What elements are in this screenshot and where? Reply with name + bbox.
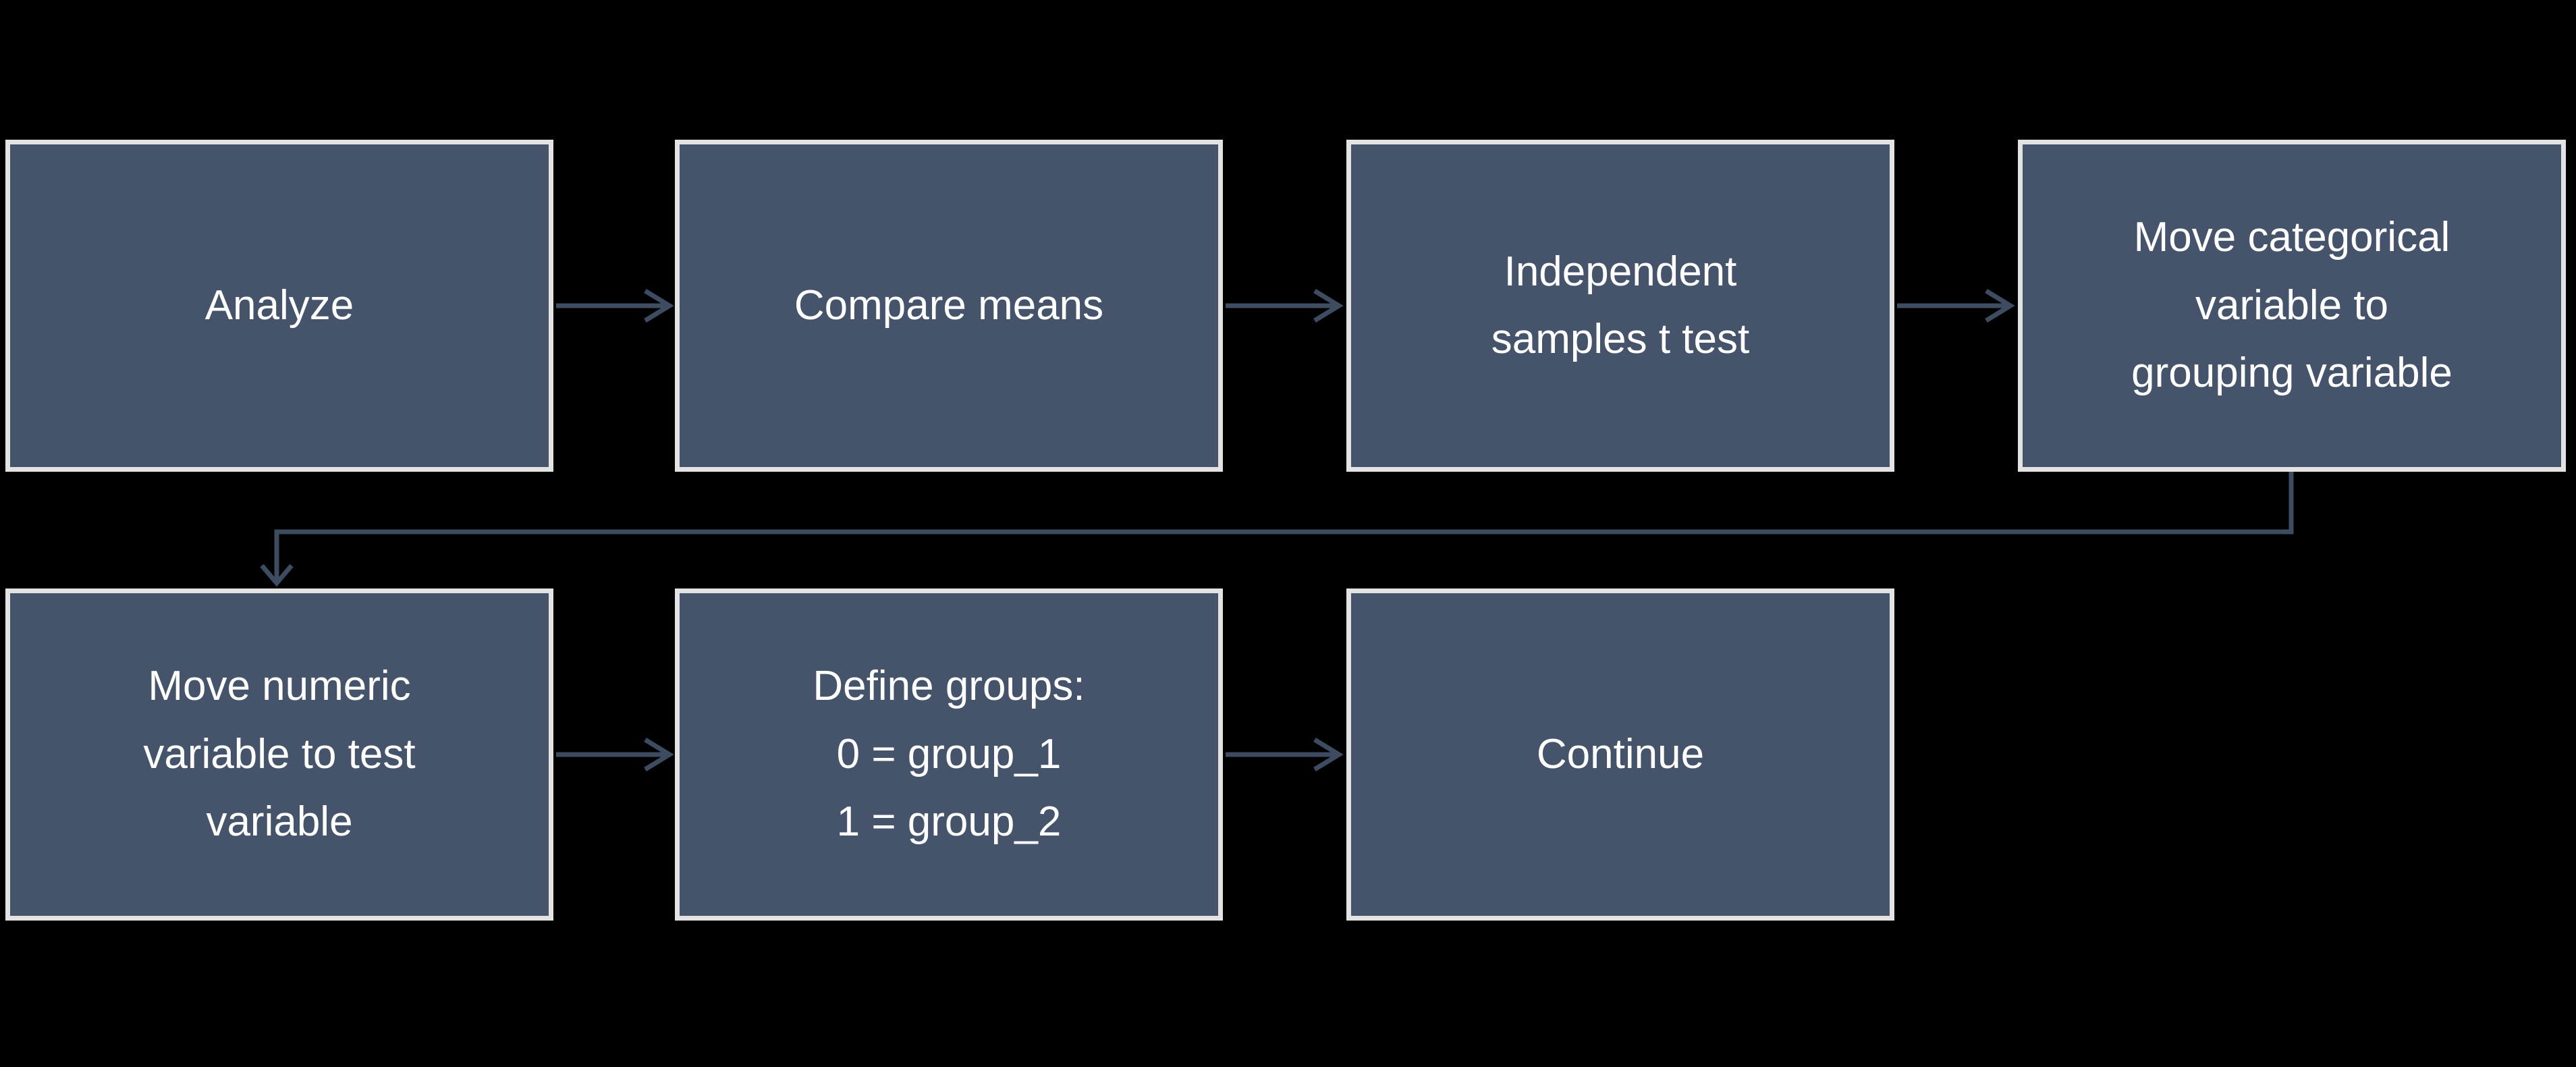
flow-box-move-numeric-variable: Move numeric variable to test variable [5, 589, 553, 921]
arrow-define-groups-to-continue-icon [1226, 738, 1344, 771]
arrow-numeric-to-define-groups-icon [556, 738, 674, 771]
flow-box-move-numeric-variable-label: Move numeric variable to test variable [143, 663, 416, 846]
flow-box-define-groups: Define groups: 0 = group_1 1 = group_2 [675, 589, 1223, 921]
flow-box-independent-samples-t-test: Independent samples t test [1346, 140, 1894, 472]
flow-box-analyze: Analyze [5, 140, 553, 472]
flow-box-compare-means: Compare means [675, 140, 1223, 472]
flow-box-move-categorical-variable-label: Move categorical variable to grouping va… [2131, 214, 2452, 397]
flow-box-continue-label: Continue [1536, 730, 1705, 777]
arrow-compare-means-to-t-test-icon [1226, 289, 1344, 323]
arrow-t-test-to-categorical-icon [1897, 289, 2015, 323]
flow-box-move-categorical-variable: Move categorical variable to grouping va… [2018, 140, 2566, 472]
flow-box-analyze-label: Analyze [204, 281, 354, 329]
flow-box-continue: Continue [1346, 589, 1894, 921]
flow-box-define-groups-label: Define groups: 0 = group_1 1 = group_2 [813, 663, 1085, 846]
arrow-analyze-to-compare-means-icon [556, 289, 674, 323]
flow-box-compare-means-label: Compare means [794, 281, 1104, 329]
elbow-arrow-categorical-to-numeric-icon [260, 472, 2294, 587]
flow-box-independent-samples-t-test-label: Independent samples t test [1491, 248, 1750, 362]
